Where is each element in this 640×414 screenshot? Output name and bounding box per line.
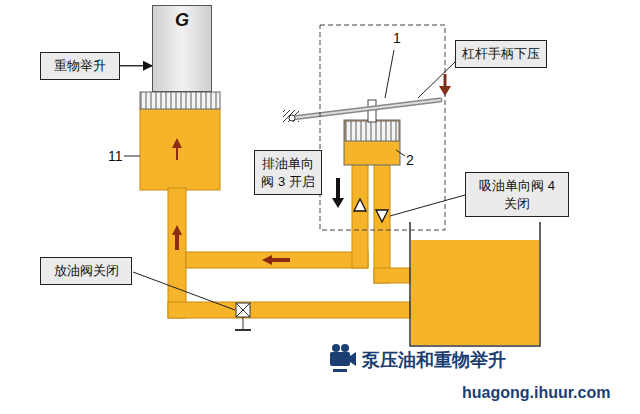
callout-box: 排油单向 阀 3 开启 <box>254 150 322 195</box>
drawing-part <box>345 121 399 141</box>
oil-tank <box>410 222 540 346</box>
callout-number: 11 <box>108 148 123 164</box>
node-text: 排油单向 阀 3 开启 <box>261 155 315 190</box>
callout-number: 1 <box>393 30 401 46</box>
node-text: 放油阀关闭 <box>47 262 125 280</box>
callout-number: 2 <box>406 152 414 168</box>
drawing-part <box>172 225 182 250</box>
drawing-part <box>344 120 400 165</box>
drawing-part <box>332 198 344 208</box>
drawing-part <box>292 100 440 118</box>
drawing-part <box>292 100 440 118</box>
callout-box: 吸油单向阀 4 关闭 <box>465 172 569 217</box>
node-text: 杠杆手柄下压 <box>462 45 540 63</box>
drawing-part <box>235 329 251 331</box>
drawing-part <box>336 178 340 200</box>
drawing-part <box>376 210 388 222</box>
load-weight: G <box>152 5 212 92</box>
drawing-part <box>350 352 356 366</box>
node-text: G <box>153 10 211 31</box>
drawing-part <box>410 222 540 346</box>
big-cylinder <box>140 92 220 190</box>
drawing-part <box>418 62 455 98</box>
drawing-part <box>333 369 347 372</box>
drawing-part <box>236 303 250 317</box>
caption: 泵压油和重物举升 <box>362 348 506 372</box>
drawing-part <box>168 188 186 318</box>
callout-box: 重物举升 <box>40 52 120 80</box>
drawing-part <box>124 156 140 157</box>
drawing-part <box>354 199 366 211</box>
drawing-part <box>341 344 349 352</box>
drawing-part <box>330 352 350 366</box>
drawing-part <box>140 92 220 109</box>
node-text: 吸油单向阀 4 关闭 <box>472 177 562 212</box>
node-text: 重物举升 <box>47 57 113 75</box>
camera-icon <box>330 344 356 372</box>
drawing-part <box>390 195 465 216</box>
drawing-part <box>236 303 250 317</box>
drawing-part <box>243 317 244 330</box>
drawing-part <box>140 108 220 190</box>
check-valves <box>332 178 388 222</box>
drawing-part <box>385 50 394 98</box>
drawing-part <box>133 272 235 310</box>
drawing-part <box>411 240 539 345</box>
drawing-part <box>172 138 182 160</box>
drawing-part <box>396 150 405 156</box>
drawing-part <box>186 252 368 268</box>
drawing-part <box>289 115 295 121</box>
drawing-part <box>352 163 368 268</box>
release-valve <box>235 303 251 330</box>
callout-box: 杠杆手柄下压 <box>455 40 547 68</box>
drawing-part <box>168 302 410 318</box>
drawing-part <box>236 303 250 317</box>
watermark: huagong.ihuur.com <box>462 384 610 402</box>
connector-arrow <box>120 65 152 66</box>
pump-region <box>320 25 445 230</box>
callout-box: 放油阀关闭 <box>40 257 132 285</box>
drawing-part <box>262 255 290 265</box>
drawing-part <box>374 268 410 283</box>
drawing-part <box>332 344 340 352</box>
drawing-part <box>374 163 390 283</box>
